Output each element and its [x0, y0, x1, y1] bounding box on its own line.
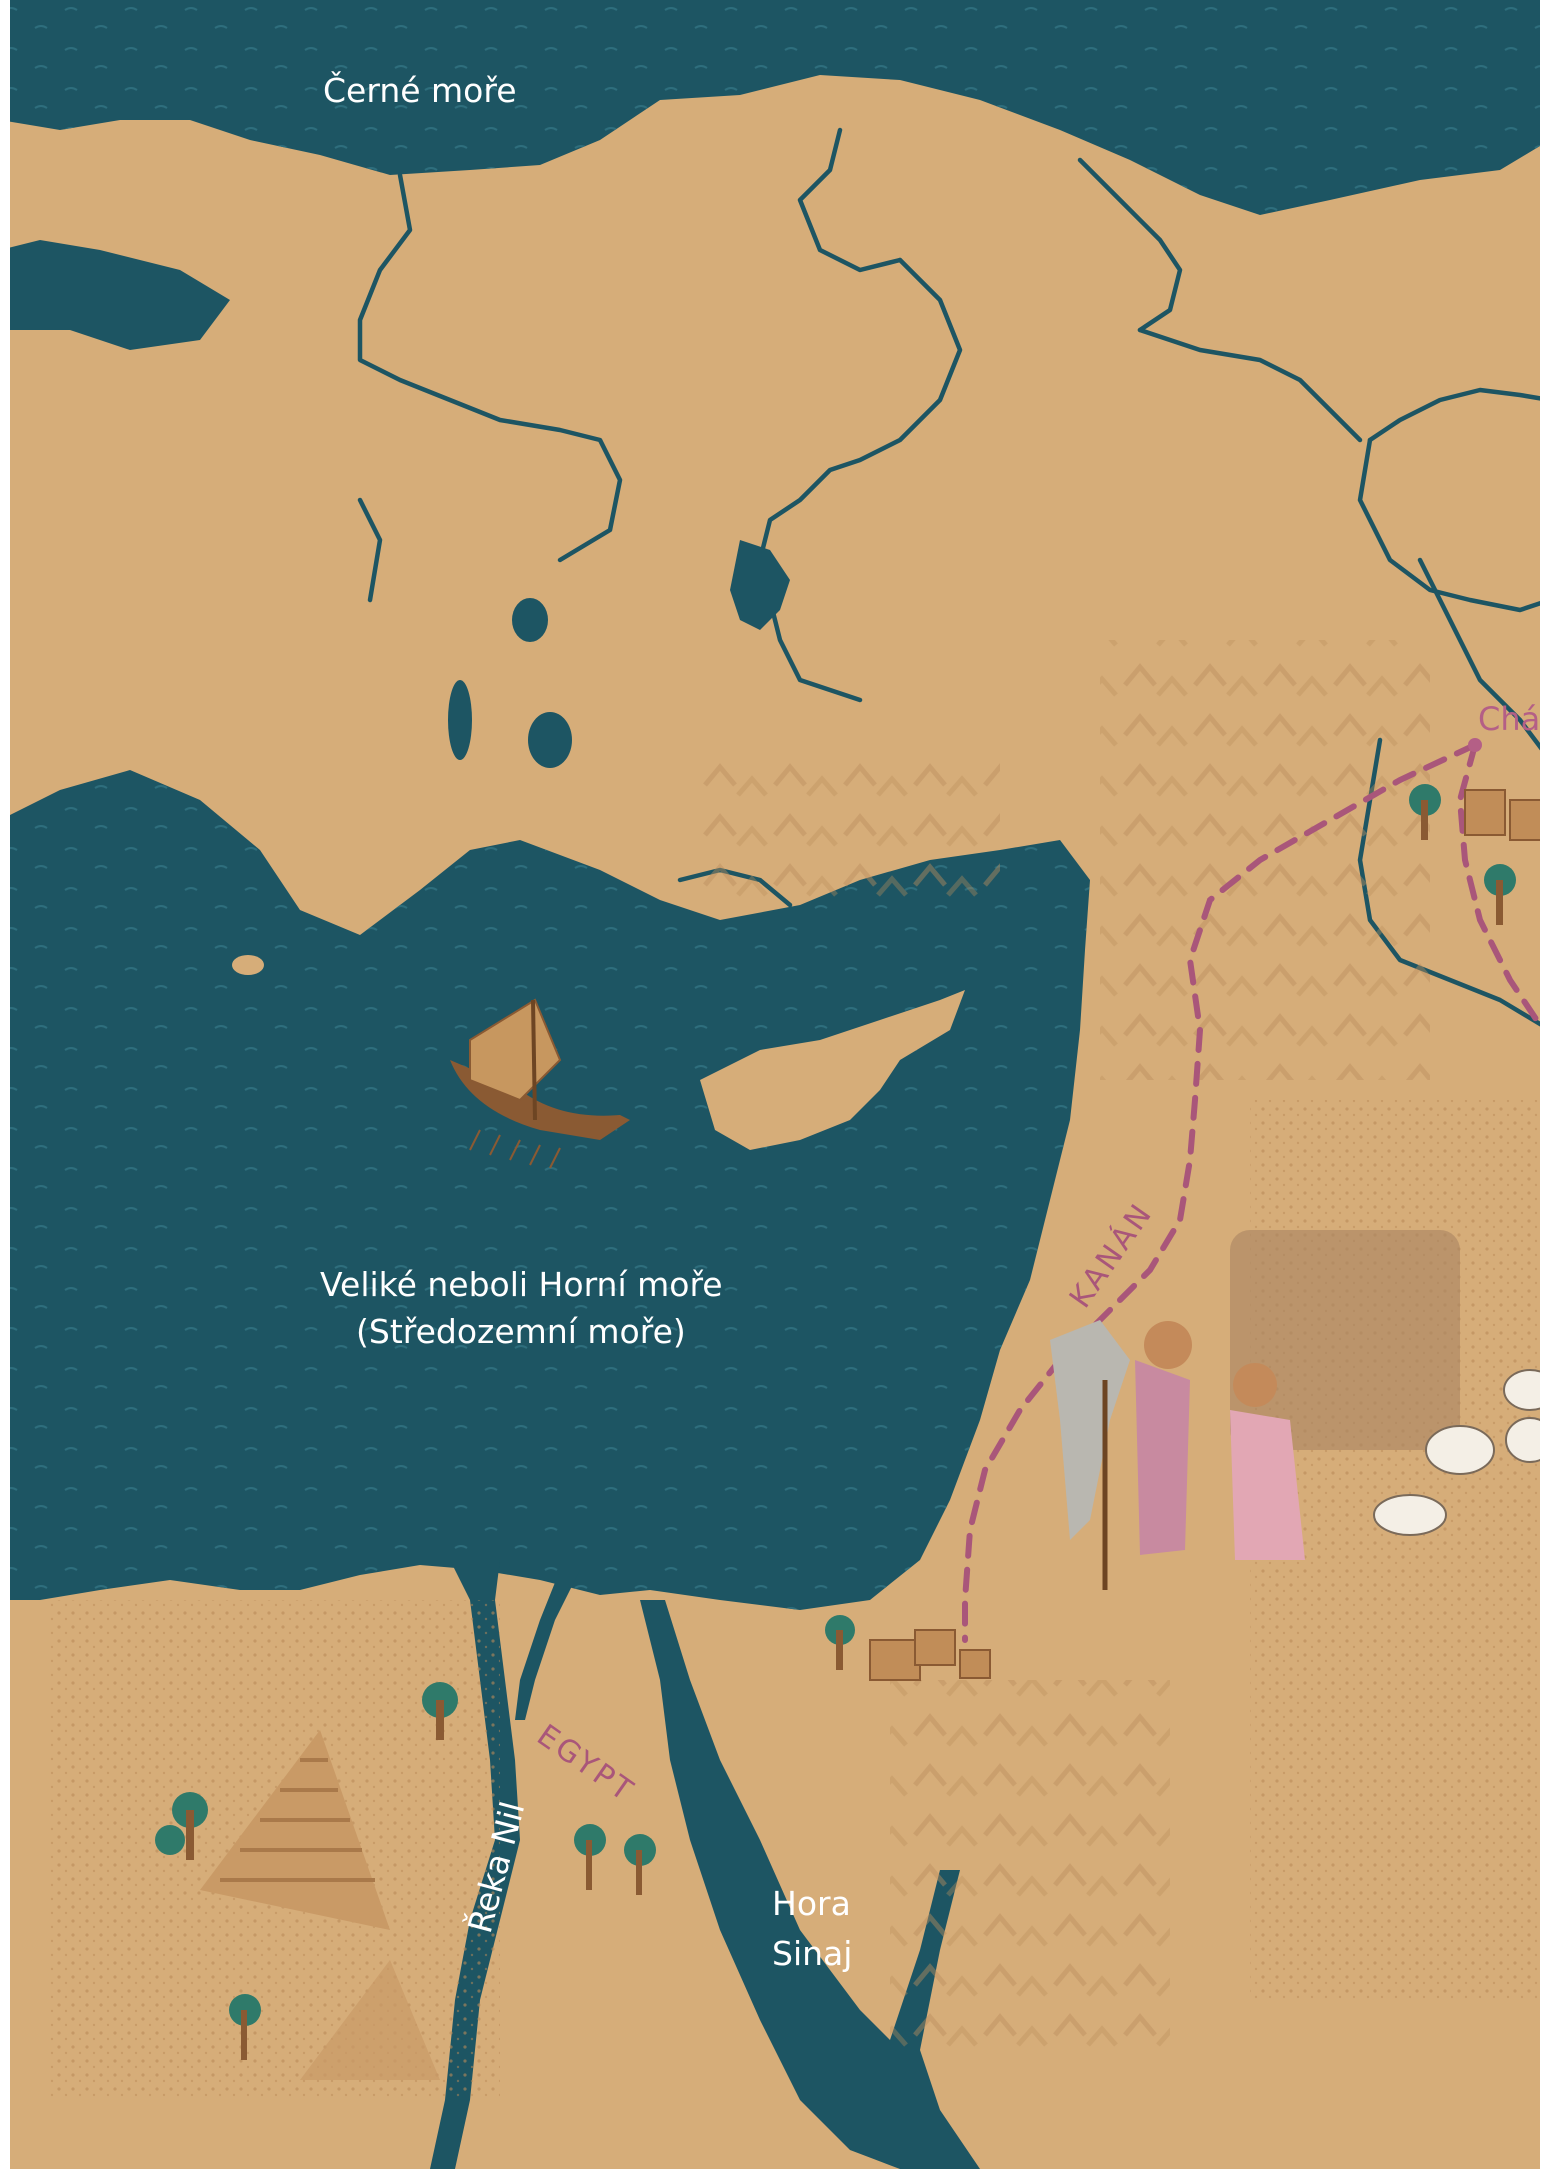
aegean-sea — [0, 240, 230, 350]
lakes — [448, 540, 790, 768]
right-edge — [1540, 0, 1550, 2169]
left-edge — [0, 0, 10, 2169]
label-mediterranean-line2: (Středozemní moře) — [356, 1312, 686, 1351]
small-island — [232, 955, 264, 975]
abraham-route-east — [1456, 742, 1550, 1043]
cyprus-island — [700, 990, 965, 1150]
hills-sinai — [890, 1680, 1170, 2060]
pyramid-icon — [200, 1730, 390, 1930]
label-sinai-line1: Hora — [772, 1884, 851, 1923]
sheep-icon — [1373, 1369, 1550, 1536]
label-black-sea: Černé moře — [323, 70, 517, 110]
anatolian-rivers — [357, 127, 1363, 908]
label-sinai-line2: Sinaj — [772, 1934, 852, 1973]
label-mediterranean-line1: Veliké neboli Horní moře — [320, 1265, 723, 1304]
abraham-route — [962, 742, 1478, 1643]
travelers-illustration — [1050, 1230, 1460, 1590]
ship-icon — [450, 998, 630, 1169]
pyramid-icon — [300, 1960, 440, 2080]
black-sea — [0, 0, 1550, 215]
mediterranean-sea — [0, 770, 1090, 1610]
hills-anatolia — [700, 760, 1000, 910]
label-haran: Chá — [1478, 700, 1540, 738]
haran-marker — [1468, 738, 1482, 752]
palm-tree-icon — [155, 784, 1516, 2060]
